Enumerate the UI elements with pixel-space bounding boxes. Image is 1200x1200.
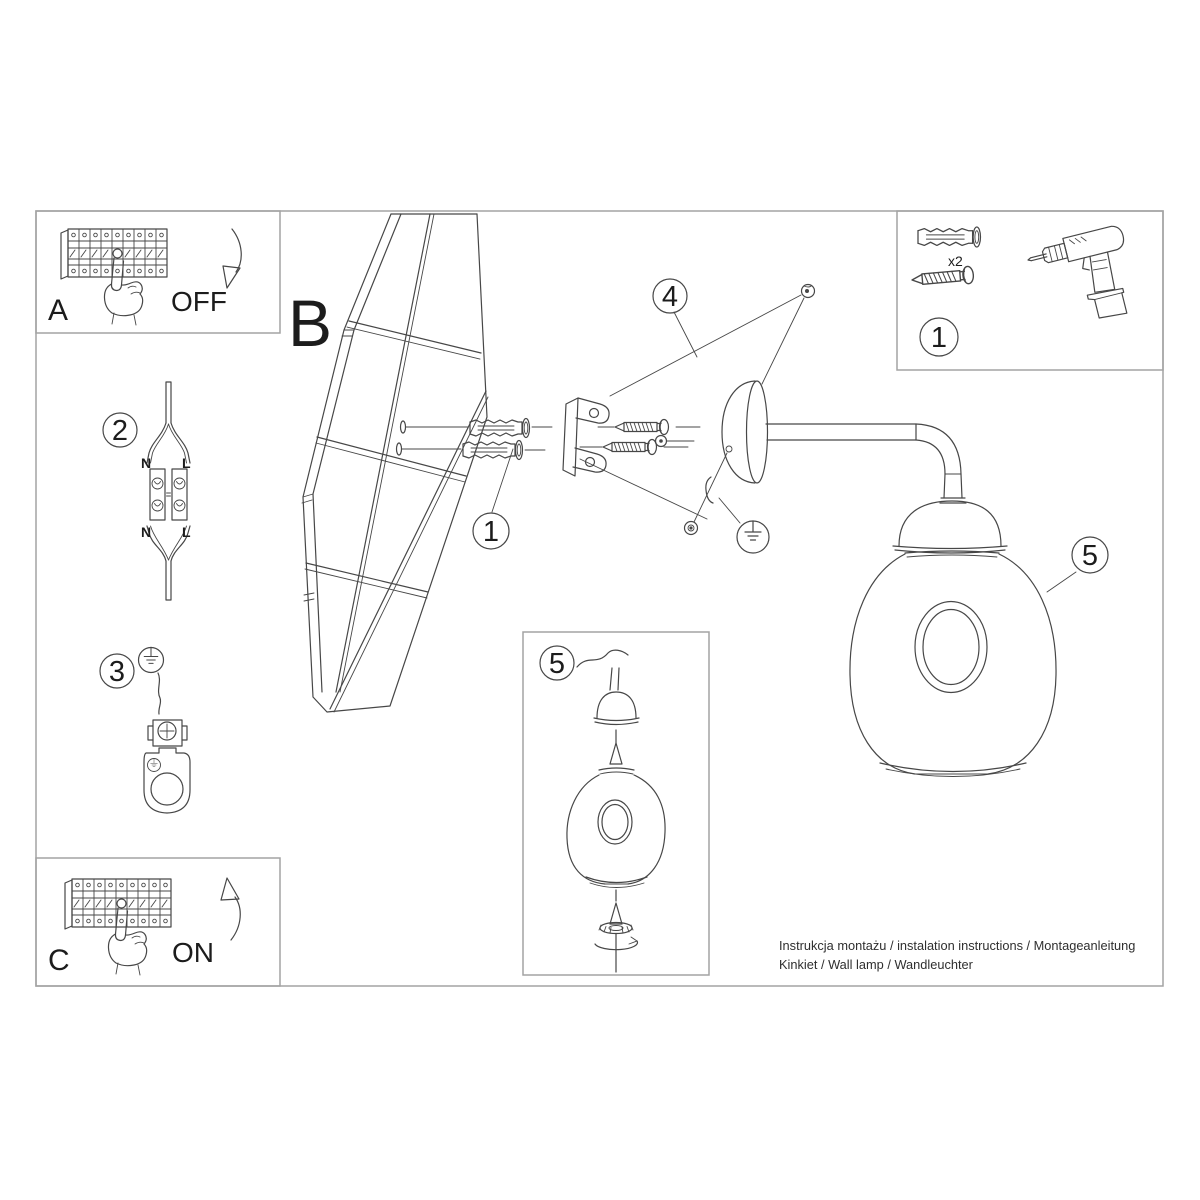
- callout-5-main-number: 5: [1082, 540, 1098, 572]
- shade-assembly-box: [522, 631, 710, 976]
- on-label: ON: [172, 937, 214, 968]
- on-arrow-icon: [220, 877, 241, 941]
- callout-2-number: 2: [112, 415, 128, 447]
- wall-plug-exploded-bottom: [401, 439, 546, 461]
- callout-1-kit: 1: [919, 317, 959, 357]
- breaker-panel-on-icon: [64, 878, 172, 976]
- live-label-top: L: [182, 455, 191, 471]
- off-arrow-icon: [222, 228, 242, 289]
- wall-illustration: [301, 213, 489, 713]
- callout-2: 2: [102, 412, 138, 448]
- mount-screw-bottom: [579, 438, 689, 456]
- callout-1-main-number: 1: [483, 516, 499, 548]
- footer-line1: Instrukcja montażu / instalation instruc…: [779, 938, 1135, 953]
- callout-4: 4: [652, 278, 698, 358]
- grounding-diagram: [137, 646, 191, 814]
- ground-symbol-icon: [718, 497, 770, 554]
- off-label: OFF: [171, 286, 227, 317]
- footer-line2: Kinkiet / Wall lamp / Wandleuchter: [779, 957, 974, 972]
- callout-5-box-number: 5: [549, 648, 565, 680]
- neutral-label-top: N: [141, 455, 151, 471]
- canopy-screw-bottom-icon: [579, 452, 728, 536]
- mounting-bracket-icon: [562, 397, 610, 477]
- section-b-label: B: [288, 286, 332, 360]
- canopy-screw-left-icon: [654, 434, 695, 448]
- section-a-label: A: [48, 294, 68, 327]
- drill-icon: [1027, 225, 1128, 319]
- parts-kit-box: [896, 210, 1164, 371]
- callout-4-number: 4: [662, 281, 678, 313]
- kit-screw-icon: [910, 265, 975, 290]
- breaker-panel-off-icon: [60, 228, 168, 326]
- shade-assembly-diagram: [566, 649, 666, 973]
- callout-5-box: 5: [539, 645, 575, 681]
- callout-3-number: 3: [109, 656, 125, 688]
- canopy-screw-top-icon: [609, 283, 816, 397]
- terminal-block-diagram: [146, 381, 191, 601]
- wall-plug-exploded-top: [405, 417, 553, 439]
- canopy-icon: [705, 380, 769, 504]
- callout-3: 3: [99, 653, 135, 689]
- section-c-box: [35, 857, 281, 987]
- qty-x2-label: x2: [948, 253, 963, 269]
- lamp-arm: [765, 423, 967, 504]
- live-label-bottom: L: [182, 524, 191, 540]
- neutral-label-bottom: N: [141, 524, 151, 540]
- callout-1-kit-number: 1: [931, 322, 947, 354]
- callout-1-main: 1: [472, 448, 514, 550]
- section-a-box: [35, 210, 281, 334]
- shade-holder-dome: [892, 500, 1008, 554]
- wall-plug-icon: [917, 226, 982, 248]
- callout-5-main: 5: [1046, 536, 1109, 593]
- section-c-label: C: [48, 944, 70, 977]
- glass-shade: [849, 550, 1057, 777]
- page-border: [35, 210, 1164, 987]
- mount-screw-top: [597, 418, 701, 436]
